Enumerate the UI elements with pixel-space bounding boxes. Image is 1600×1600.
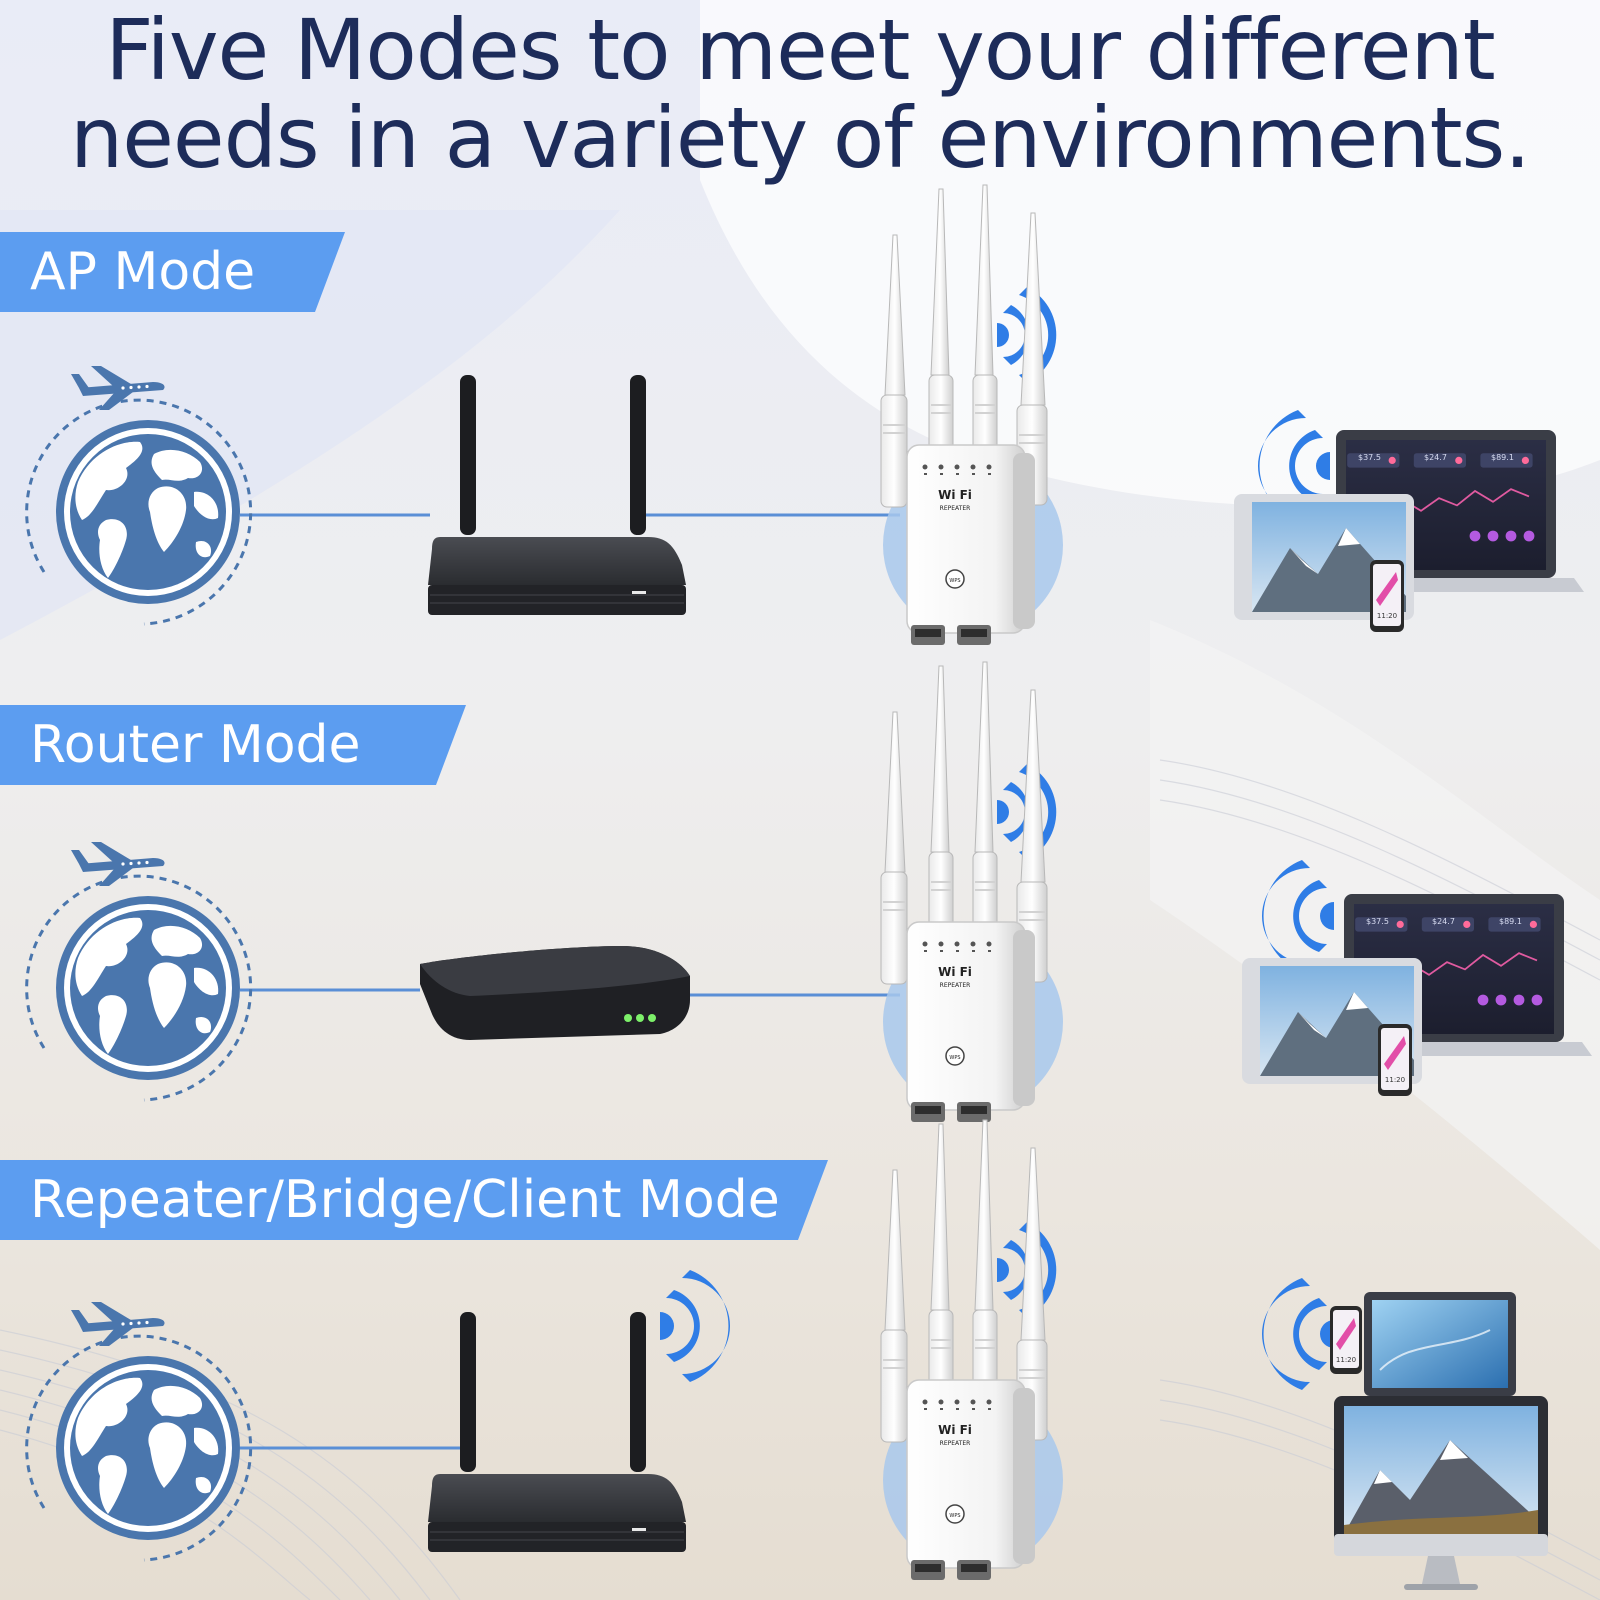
stat-value: $24.7 [1432,917,1455,926]
dashboard-stats: $37.5 $24.7 $89.1 $37.5 $24.7 $89.1 [1358,453,1522,926]
repeater-device-icon [880,661,1064,1123]
device-subtitle: REPEATER [940,982,971,989]
router-mode-diagram: 11:20 [25,661,1592,1123]
device-subtitle: REPEATER [940,505,971,512]
stat-value: $89.1 [1491,453,1514,462]
desktop-monitor-icon [1334,1396,1548,1590]
wifi-signal-icon [660,1270,730,1382]
stat-value: $24.7 [1424,453,1447,462]
wps-label: WPS [949,1513,960,1519]
stat-value: $37.5 [1358,453,1381,462]
laptop-icon [1342,1292,1538,1408]
tablet-icon [1234,494,1414,620]
wifi-signal-icon [1262,860,1334,972]
wps-label: WPS [949,1055,960,1061]
phone-icon: 11:20 [1330,1306,1362,1374]
phone-icon: 11:20 [1370,560,1404,632]
mode-label: Router Mode [30,715,361,775]
phone-time: 11:20 [1377,612,1397,620]
headline-line-1: Five Modes to meet your different [105,1,1495,99]
device-brand: Wi Fi [938,965,972,979]
tablet-icon [1242,958,1422,1084]
mode-label: Repeater/Bridge/Client Mode [30,1170,780,1230]
mode-banner-repeater: Repeater/Bridge/Client Mode [0,1160,828,1240]
wifi-signal-icon [1258,410,1330,522]
device-brand: Wi Fi [938,488,972,502]
repeater-labels: Wi Fi REPEATER WPS Wi Fi REPEATER WPS Wi… [938,488,972,1519]
mode-label: AP Mode [30,242,256,302]
mode-banner-ap: AP Mode [0,232,345,312]
wps-label: WPS [949,578,960,584]
router-icon [427,374,687,616]
modem-icon [420,946,690,1040]
page-headline: Five Modes to meet your different needs … [0,6,1600,182]
stat-value: $89.1 [1499,917,1522,926]
stat-value: $37.5 [1366,917,1389,926]
device-subtitle: REPEATER [940,1440,971,1447]
device-brand: Wi Fi [938,1423,972,1437]
connection-lines [240,513,900,1450]
router-icon [427,1311,687,1553]
repeater-device-icon [880,1119,1064,1581]
headline-line-2: needs in a variety of environments. [69,89,1531,187]
wifi-signal-icon [1262,1278,1334,1390]
globe-icon [25,1300,253,1562]
mode-banner-router: Router Mode [0,705,466,785]
globe-icon [25,840,253,1102]
phone-icon: 11:20 [1378,1024,1412,1096]
repeater-mode-diagram: 11:20 [25,1119,1548,1590]
ap-mode-diagram: 11:20 [25,184,1584,646]
phone-time: 11:20 [1336,1356,1356,1364]
phone-time: 11:20 [1385,1076,1405,1084]
